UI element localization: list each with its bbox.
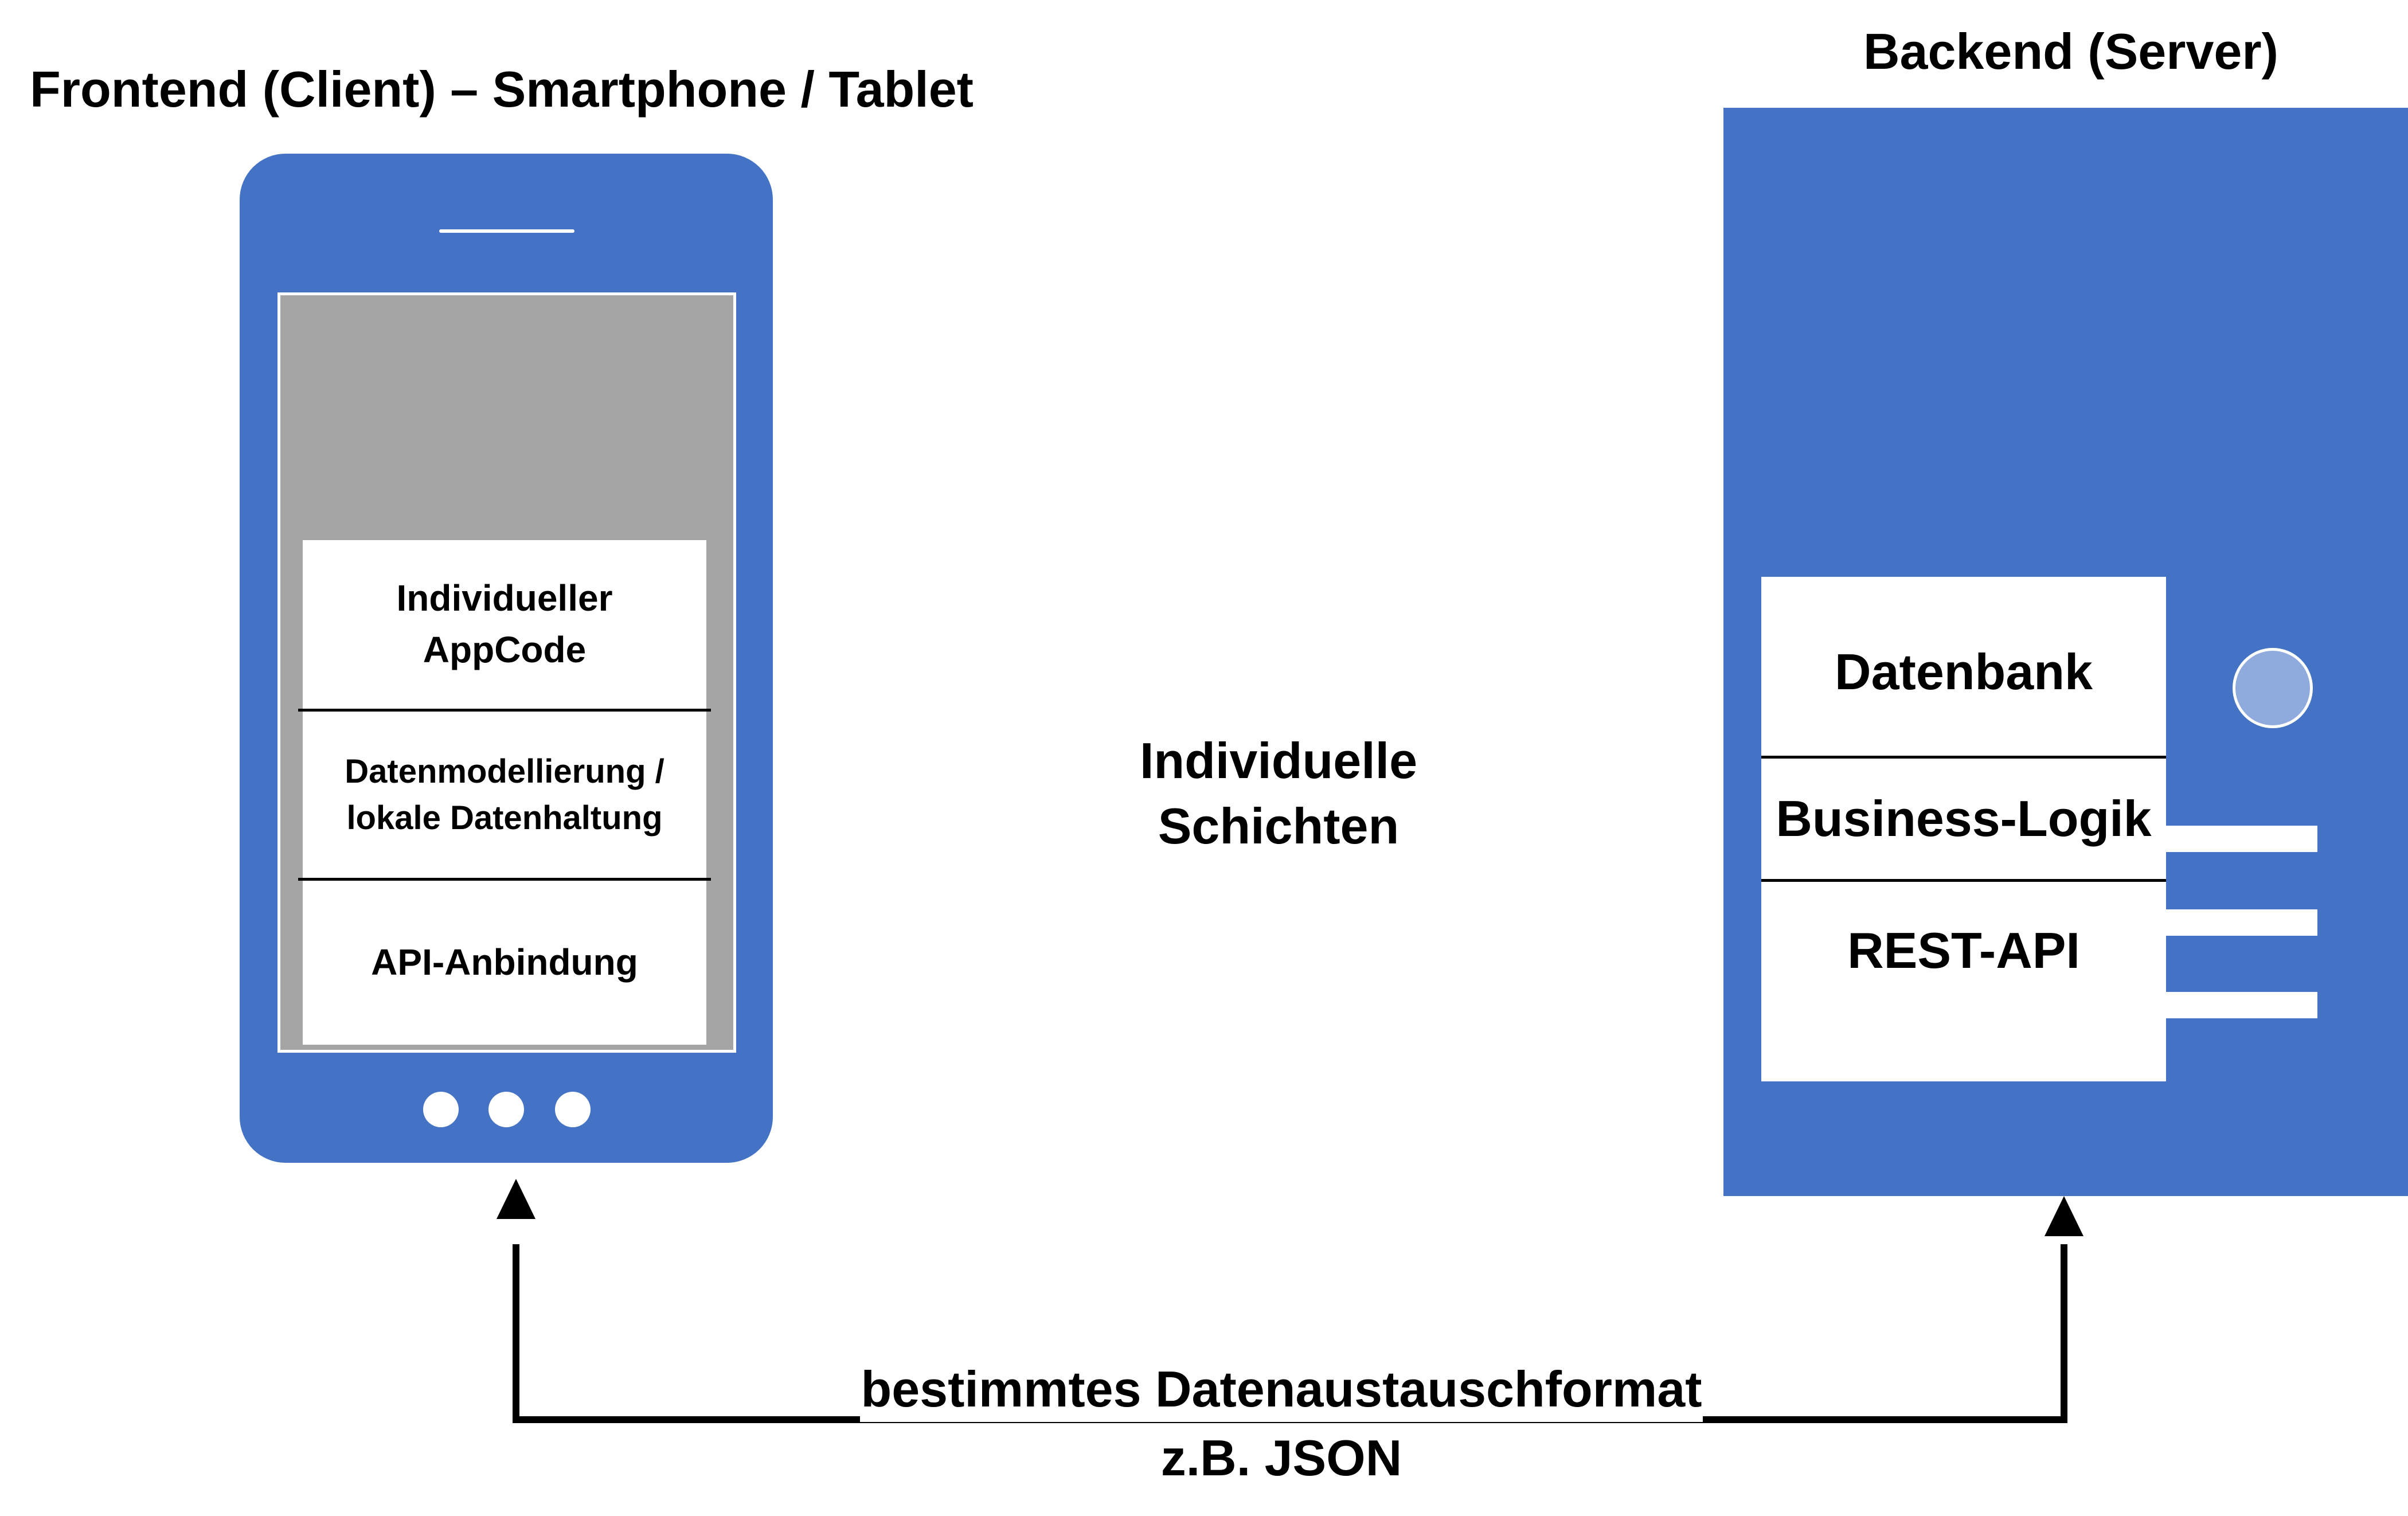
frontend-layer-api-anbindung: API-Anbindung — [371, 941, 638, 983]
frontend-layer-stack: Individueller AppCode Datenmodellierung … — [298, 540, 711, 1045]
frontend-layer-appcode: Individueller AppCode — [396, 577, 613, 670]
exchange-format-example: z.B. JSON — [1160, 1429, 1402, 1486]
middle-label: Individuelle Schichten — [1139, 732, 1418, 855]
layer-divider — [1761, 756, 2166, 759]
phone-speaker — [439, 229, 574, 233]
arrowhead-up-icon — [497, 1179, 535, 1219]
exchange-format-label: bestimmtes Datenaustauschformat — [860, 1357, 1703, 1423]
phone-button-dot — [423, 1092, 459, 1127]
arrowhead-up-icon — [2045, 1196, 2083, 1236]
backend-layer-rest-api: REST-API — [1847, 922, 2080, 979]
server-drive-slot — [2166, 826, 2317, 852]
server-drive-slot — [2166, 992, 2317, 1018]
phone-button-dot — [488, 1092, 524, 1127]
layer-divider — [1761, 879, 2166, 882]
server-drive-slot — [2166, 909, 2317, 936]
frontend-layer-datenmodellierung: Datenmodellierung / lokale Datenhaltung — [345, 752, 664, 837]
backend-layer-stack: Datenbank Business-Logik REST-API — [1761, 577, 2166, 1081]
layer-divider — [298, 878, 711, 881]
backend-layer-datenbank: Datenbank — [1835, 643, 2093, 701]
backend-title: Backend (Server) — [1863, 23, 2278, 80]
server-power-led — [2233, 648, 2313, 728]
frontend-title: Frontend (Client) – Smartphone / Tablet — [30, 61, 974, 118]
layer-divider — [298, 709, 711, 712]
phone-button-dot — [555, 1092, 591, 1127]
backend-layer-business-logik: Business-Logik — [1776, 790, 2152, 847]
